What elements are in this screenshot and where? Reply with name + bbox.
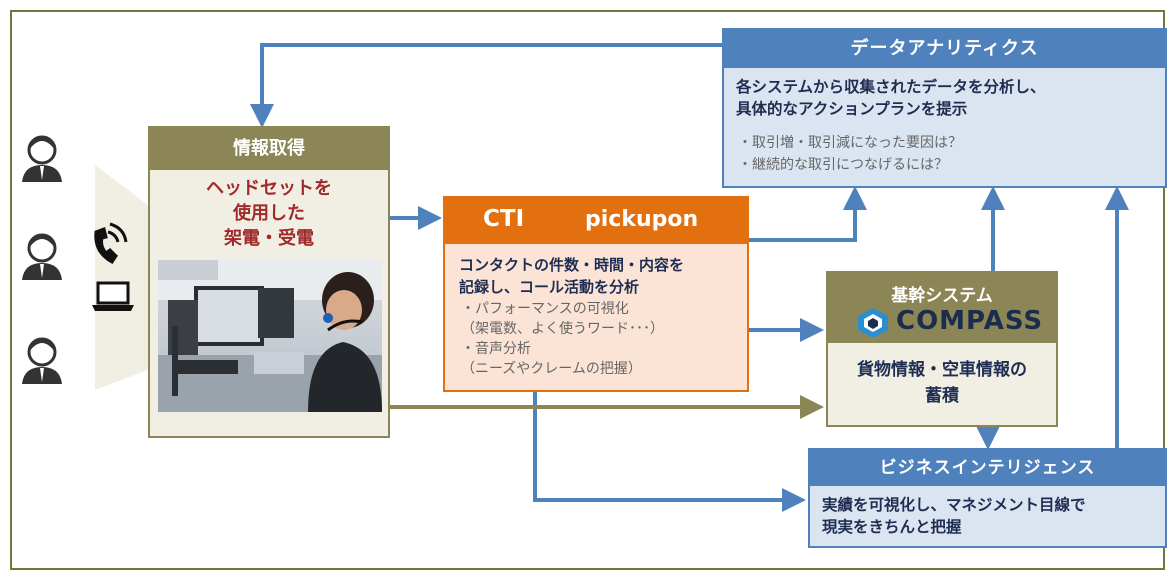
info-acquisition-box: 情報取得 ヘッドセットを 使用した 架電・受電	[148, 126, 390, 438]
data-analytics-line2: 具体的なアクションプランを提示	[736, 100, 968, 118]
business-intelligence-box: ビジネスインテリジェンス 実績を可視化し、マネジメント目線で 現実をきちんと把握	[808, 448, 1167, 548]
bi-title: ビジネスインテリジェンス	[810, 450, 1165, 486]
cti-sub4: （ニーズやクレームの把握）	[461, 361, 642, 377]
info-line2: 使用した	[233, 203, 305, 224]
person-icon	[22, 135, 62, 182]
info-title: 情報取得	[150, 128, 388, 170]
cti-header: CTI pickupon	[445, 198, 747, 244]
info-line3: 架電・受電	[224, 228, 314, 249]
bi-line2: 現実をきちんと把握	[822, 518, 962, 536]
data-analytics-title: データアナリティクス	[724, 30, 1165, 68]
data-analytics-question2: ・継続的な取引につなげるには？	[738, 157, 948, 173]
cti-title: CTI	[483, 206, 525, 232]
data-analytics-line1: 各システムから収集されたデータを分析し、	[736, 78, 1046, 96]
cti-line2: 記録し、コール活動を分析	[459, 278, 640, 296]
arrow-cti-to-analytics	[749, 186, 867, 242]
bi-line1: 実績を可視化し、マネジメント目線で	[822, 496, 1086, 514]
cti-box: CTI pickupon コンタクトの件数・時間・内容を 記録し、コール活動を分…	[443, 196, 749, 392]
arrow-cti-to-bi	[533, 392, 806, 512]
person-icon	[22, 233, 62, 280]
core-title: 基幹システム	[891, 286, 993, 306]
cti-sub1: ・パフォーマンスの可視化	[461, 301, 629, 317]
core-header: 基幹システム COMPASS	[828, 273, 1056, 343]
arrow-analytics-to-info	[250, 43, 722, 128]
cti-sub2: （架電数、よく使うワード･･･）	[461, 321, 664, 337]
data-analytics-question1: ・取引増・取引減になった要因は？	[738, 135, 962, 151]
photo-headset-operator	[158, 260, 382, 412]
core-line2: 蓄積	[925, 386, 959, 406]
pickupon-logo: pickupon	[585, 207, 699, 232]
cti-sub3: ・音声分析	[461, 341, 531, 357]
core-line1: 貨物情報・空車情報の	[857, 360, 1027, 380]
data-analytics-box: データアナリティクス 各システムから収集されたデータを分析し、 具体的なアクショ…	[722, 28, 1167, 188]
person-icon	[22, 337, 62, 384]
compass-logo-text: COMPASS	[896, 306, 1044, 336]
flow-arrows	[22, 43, 1129, 512]
chevron-shape	[95, 165, 148, 390]
phone-icon	[94, 222, 128, 264]
cti-line1: コンタクトの件数・時間・内容を	[459, 256, 685, 274]
core-system-box: 基幹システム COMPASS 貨物情報・空車情報の 蓄積	[826, 271, 1058, 427]
info-line1: ヘッドセットを	[206, 178, 332, 199]
compass-logo-icon	[858, 308, 888, 337]
laptop-icon	[92, 281, 134, 311]
